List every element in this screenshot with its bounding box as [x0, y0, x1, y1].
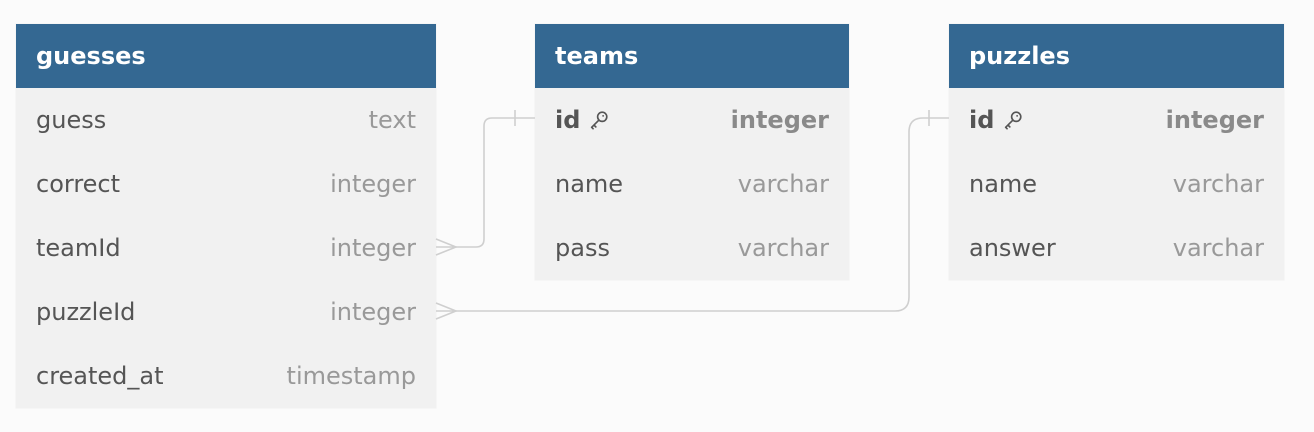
- many-crow-foot: [435, 302, 459, 320]
- column-name: pass: [555, 234, 610, 262]
- table-header-puzzles[interactable]: puzzles: [949, 24, 1284, 88]
- column-name: name: [555, 170, 624, 198]
- column-row-created-at[interactable]: created_at timestamp: [16, 344, 436, 408]
- column-row-name[interactable]: name varchar: [949, 152, 1284, 216]
- table-header-teams[interactable]: teams: [535, 24, 849, 88]
- table-teams[interactable]: teams id integer name varchar pass varch…: [535, 24, 849, 280]
- column-row-id[interactable]: id integer: [535, 88, 849, 152]
- column-name-with-key: id: [969, 106, 1024, 134]
- column-type: text: [368, 106, 416, 134]
- column-row-id[interactable]: id integer: [949, 88, 1284, 152]
- column-name: id: [555, 106, 581, 134]
- column-name: created_at: [36, 362, 164, 390]
- table-header-guesses[interactable]: guesses: [16, 24, 436, 88]
- key-icon: [591, 111, 609, 130]
- relationship-guesses-teamid-teams-id[interactable]: [435, 110, 535, 256]
- column-row-name[interactable]: name varchar: [535, 152, 849, 216]
- column-row-correct[interactable]: correct integer: [16, 152, 436, 216]
- column-name: teamId: [36, 234, 121, 262]
- column-name: answer: [969, 234, 1056, 262]
- column-type: timestamp: [286, 362, 416, 390]
- column-name: id: [969, 106, 995, 134]
- column-type: integer: [330, 234, 416, 262]
- column-type: varchar: [737, 234, 829, 262]
- column-name: correct: [36, 170, 121, 198]
- many-crow-foot: [435, 238, 459, 256]
- column-type: integer: [330, 298, 416, 326]
- column-name: puzzleId: [36, 298, 136, 326]
- column-name: guess: [36, 106, 107, 134]
- column-type: varchar: [1172, 170, 1264, 198]
- column-row-guess[interactable]: guess text: [16, 88, 436, 152]
- column-type: integer: [1165, 106, 1264, 134]
- key-icon: [1005, 111, 1023, 130]
- column-name: name: [969, 170, 1038, 198]
- column-type: varchar: [737, 170, 829, 198]
- table-puzzles[interactable]: puzzles id integer name varchar answer v…: [949, 24, 1284, 280]
- connector-line: [436, 117, 535, 248]
- column-name-with-key: id: [555, 106, 610, 134]
- column-type: varchar: [1172, 234, 1264, 262]
- column-type: integer: [330, 170, 416, 198]
- column-row-answer[interactable]: answer varchar: [949, 216, 1284, 280]
- column-type: integer: [730, 106, 829, 134]
- column-row-teamid[interactable]: teamId integer: [16, 216, 436, 280]
- table-guesses[interactable]: guesses guess text correct integer teamI…: [16, 24, 436, 408]
- column-row-pass[interactable]: pass varchar: [535, 216, 849, 280]
- column-row-puzzleid[interactable]: puzzleId integer: [16, 280, 436, 344]
